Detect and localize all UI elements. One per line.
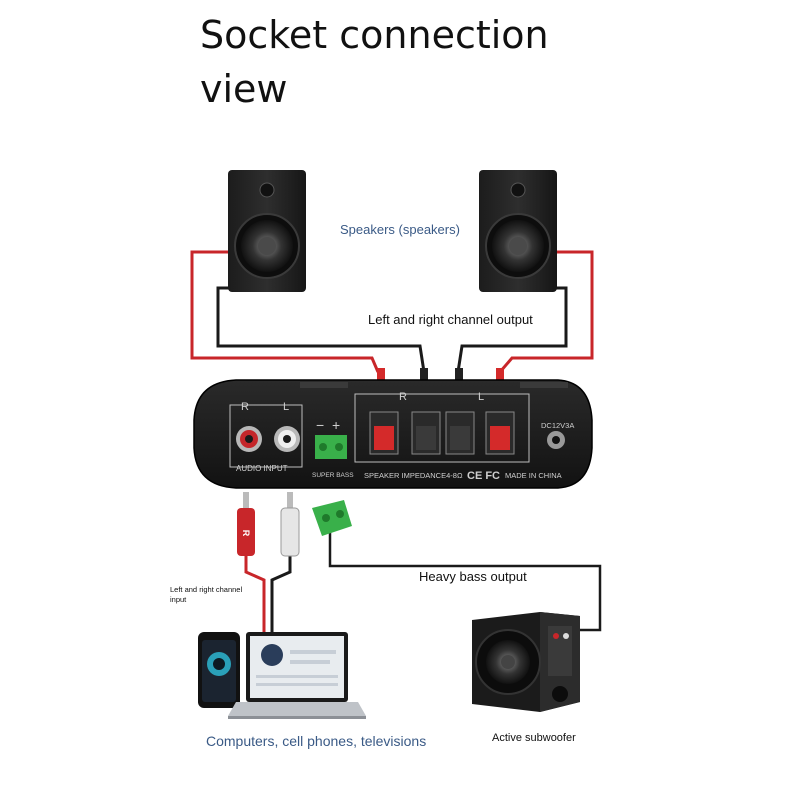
ce-fc-mark: CE FC [467, 470, 500, 482]
rca-cable: R [237, 492, 300, 640]
audio-input-label: AUDIO INPUT [236, 464, 288, 473]
made-in-label: MADE IN CHINA [505, 471, 562, 480]
bass-output-label: Heavy bass output [419, 569, 527, 584]
speaker-l-label: L [478, 391, 484, 403]
super-bass-label: SUPER BASS [312, 472, 354, 479]
page-title: Socket connection view [200, 13, 549, 111]
sources-label: Computers, cell phones, televisions [206, 733, 427, 749]
input-label: Left and right channel input [170, 585, 243, 604]
channel-output-label: Left and right channel output [368, 312, 533, 327]
laptop [228, 632, 366, 719]
rca-plug-mark: R [241, 530, 251, 537]
impedance-label: SPEAKER IMPEDANCE4-8Ω [364, 471, 463, 480]
bass-plus-label: + [332, 417, 340, 433]
bass-cable [312, 500, 602, 632]
speaker-r-label: R [399, 391, 407, 403]
right-speaker-wires [456, 250, 594, 373]
left-speaker [228, 170, 306, 292]
rca-l-label: L [283, 401, 289, 413]
rca-r-label: R [241, 401, 249, 413]
bass-minus-label: − [316, 417, 324, 433]
right-speaker [479, 170, 557, 292]
subwoofer-label: Active subwoofer [492, 732, 576, 744]
amplifier [193, 379, 593, 489]
subwoofer [472, 612, 580, 712]
phone [198, 632, 240, 708]
power-label: DC12V3A [541, 421, 574, 430]
speakers-label: Speakers (speakers) [340, 222, 460, 237]
